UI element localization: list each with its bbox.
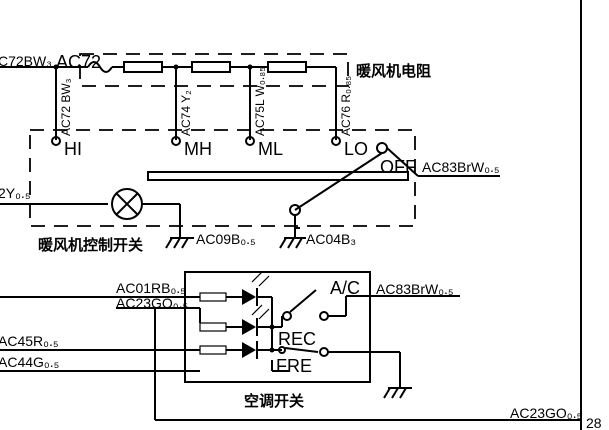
led-resistor-3 [199, 345, 227, 355]
label-off: OFF [380, 157, 416, 177]
page-number: 28 [586, 415, 602, 430]
label-mh: MH [184, 139, 212, 159]
label-ac45: AC45R₀.₅ [0, 333, 58, 349]
label-fre: FRE [276, 356, 312, 376]
label-bw3-left: C72BW₃ [0, 53, 52, 69]
label-ac01: AC01RB₀.₅ [116, 280, 186, 296]
label-heater-switch-title: 暖风机控制开关 [38, 236, 143, 254]
label-ac23-bottom: AC23GO₀.₅ [510, 405, 582, 421]
resistor-1 [123, 61, 163, 73]
label-resistor-title: 暖风机电阻 [356, 62, 431, 80]
thermal-fuse-icon [87, 61, 113, 73]
led-resistor-2 [199, 322, 227, 332]
label-ac04: AC04B₃ [306, 231, 356, 247]
switch-slider-bar [147, 171, 409, 181]
label-ac74-vertical: AC74 Y₂ [179, 90, 193, 136]
terminal-lo [331, 136, 341, 146]
fre-contact [319, 347, 329, 357]
heater-control-switch: HI MH ML LO OFF AC83BrW₀.₅ 2Y₀.₅ 暖风机控制开关 [0, 129, 500, 254]
ac-contact-right [319, 311, 329, 321]
ac-switch-box [184, 271, 371, 383]
label-y05-left: 2Y₀.₅ [0, 185, 30, 201]
label-lo: LO [344, 139, 368, 159]
resistor-2 [191, 61, 231, 73]
terminal-off [376, 142, 388, 154]
led-resistor-1 [199, 292, 227, 302]
label-hi: HI [64, 139, 82, 159]
label-ac44: AC44G₀.₅ [0, 354, 59, 370]
label-ac-switch-title: 空调开关 [244, 392, 304, 410]
label-ac72-vertical: AC72 BW₃ [59, 78, 73, 136]
ground-icon-ac-switch [383, 387, 412, 399]
resistor-dashed-box [79, 53, 349, 87]
ground-icon-ac09 [165, 237, 194, 249]
terminal-hi [51, 136, 61, 146]
terminal-mh [171, 136, 181, 146]
label-ac76-vertical: AC76 R₀.₈₅ [339, 76, 353, 136]
label-ac83-bottom: AC83BrW₀.₅ [376, 281, 454, 297]
switch-dashed-box [29, 129, 416, 227]
label-ac: A/C [330, 278, 360, 298]
ac-switch: AC01RB₀.₅ AC23GO₀.₅ AC45R₀.₅ AC44G₀.₅ [0, 271, 582, 421]
label-ac72: AC72 [56, 52, 101, 72]
label-ac09: AC09B₀.₅ [196, 231, 256, 247]
label-ac75-vertical: AC75L W₀.₈₅ [253, 67, 267, 136]
terminal-ml [245, 136, 255, 146]
label-rec: REC [278, 329, 316, 349]
resistor-3 [267, 61, 307, 73]
label-ml: ML [258, 139, 283, 159]
led-icon-3 [242, 342, 256, 358]
heater-resistor-block: C72BW₃ AC72 暖风机电阻 AC72 BW₃ AC74 Y₂ AC75L… [0, 52, 431, 140]
rec-contact [278, 346, 286, 354]
led-icon-2 [242, 319, 256, 335]
led-icon-1 [242, 289, 256, 305]
label-ac83-top: AC83BrW₀.₅ [422, 159, 500, 175]
ground-icon-ac04 [279, 237, 306, 249]
ac-contact-left [282, 311, 292, 321]
